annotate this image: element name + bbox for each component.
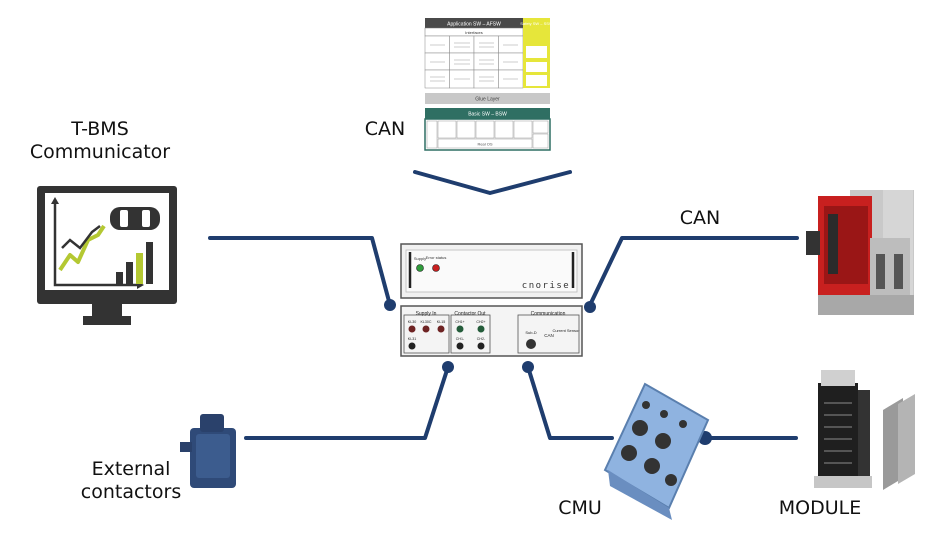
supply-port-3: KL15 <box>437 320 445 324</box>
comm-port-label: Sub-D <box>525 330 536 335</box>
dot-device-bottom-right <box>522 361 534 373</box>
module-label: MODULE <box>778 497 862 519</box>
cmu-image <box>603 382 710 520</box>
contactor-group-label: Contactor Out <box>454 311 486 317</box>
error-led <box>432 264 440 272</box>
monitor-icon <box>37 186 177 325</box>
supply-port-2: KL30C <box>421 320 432 324</box>
tbms-label-line2: Communicator <box>29 141 171 163</box>
line-device-to-contactors <box>244 365 450 440</box>
control-unit-device: Supply Error status cnorise Supply In KL… <box>400 243 583 357</box>
basic-sw-header: Basic SW – BSW <box>468 112 507 118</box>
test-chamber-image <box>806 190 914 315</box>
supply-port-1: KL30 <box>408 320 416 324</box>
error-led-label: Error status <box>426 255 447 260</box>
os-label: Real OS <box>477 142 492 147</box>
contactor-port-2: CH2+ <box>476 320 485 324</box>
external-label-line1: External <box>91 458 171 480</box>
external-label-line2: contactors <box>80 481 182 503</box>
contactor-image <box>180 414 236 488</box>
brand-label: cnorise <box>522 281 570 291</box>
glue-layer-label: Glue Layer <box>475 97 500 103</box>
comm-can-label: CAN <box>544 333 554 338</box>
dot-device-right <box>584 301 596 313</box>
chart-icon <box>51 197 153 289</box>
supply-gnd-label: KL31 <box>408 337 416 341</box>
app-sw-sub: Interfaces <box>465 30 483 35</box>
line-device-to-can-right <box>588 236 799 307</box>
dot-device-bottom-left <box>442 361 454 373</box>
supply-group-label: Supply In <box>416 311 437 317</box>
contactor-port-4: CH2- <box>477 337 486 341</box>
external-contactors-label: External contactors <box>66 458 196 504</box>
line-can-chevron <box>413 170 572 195</box>
contactor-port-1: CH1+ <box>455 320 464 324</box>
comm-group-label: Communication <box>531 311 566 317</box>
app-sw-header: Application SW – AFSW <box>447 22 501 28</box>
module-image <box>814 370 915 490</box>
can-top-label: CAN <box>364 118 406 140</box>
supply-led <box>416 264 424 272</box>
safety-sw-header: Safety SW – SSW <box>520 21 553 26</box>
tbms-label: T-BMS Communicator <box>20 118 180 164</box>
connection-lines <box>208 170 799 440</box>
comm-sensor-label: Current Sensor <box>552 328 580 333</box>
car-icon <box>110 207 160 230</box>
supply-led-label: Supply <box>414 256 426 261</box>
can-right-label: CAN <box>679 207 721 229</box>
cmu-label: CMU <box>558 497 602 519</box>
dot-device-left <box>384 299 396 311</box>
tbms-label-line1: T-BMS <box>71 118 129 140</box>
contactor-port-3: CH1- <box>456 337 465 341</box>
line-device-to-cmu <box>526 365 614 440</box>
software-stack-diagram: Application SW – AFSW Interfaces Safety … <box>424 18 553 151</box>
line-tbms-to-device <box>208 236 392 307</box>
